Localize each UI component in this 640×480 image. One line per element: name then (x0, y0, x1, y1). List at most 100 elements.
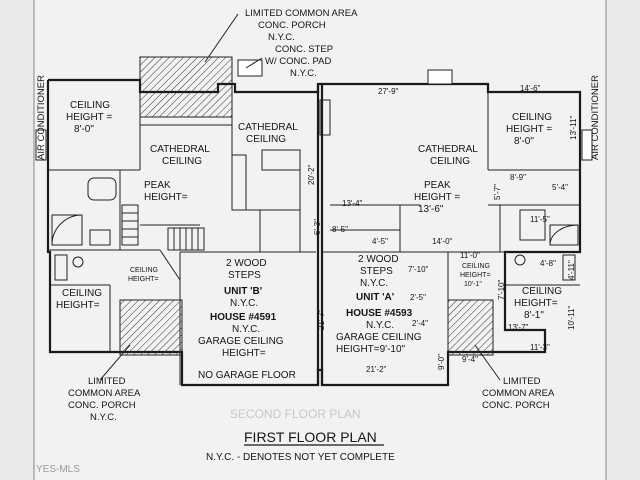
a-house-nyc: N.Y.C. (366, 320, 394, 331)
porch-right-label-1: LIMITED (503, 376, 541, 387)
mls-watermark: YES-MLS (36, 464, 80, 475)
porch-right-label-2: COMMON AREA (482, 388, 555, 399)
a-ceiling-label-1: CEILING (512, 112, 552, 123)
b-house-label: HOUSE #4591 (210, 312, 277, 323)
vent-box (427, 69, 453, 85)
a-ceiling-label-3: 8'-0" (514, 136, 534, 147)
dim-2-4: 2'-4" (412, 319, 428, 328)
dim-4-5: 4'-5" (372, 237, 388, 246)
b-lower-ceiling-label-2: HEIGHT= (56, 300, 100, 311)
dim-13-4: 13'-4" (342, 199, 363, 208)
stairs (121, 204, 205, 251)
leader-lines (99, 13, 501, 381)
dim-2-5: 2'-5" (410, 293, 426, 302)
b-cathedral2-label-2: CEILING (246, 134, 286, 145)
b-lower-ceiling-label-1: CEILING (62, 288, 102, 299)
b-house-nyc: N.Y.C. (232, 324, 260, 335)
b-cathedral-label-2: CEILING (162, 156, 202, 167)
step-pad (237, 59, 263, 77)
dim-9-0: 9'-0" (437, 354, 446, 370)
porch-top-label-2: CONC. PORCH (258, 20, 326, 31)
porch-right-hatch (447, 299, 494, 356)
dim-21-7: 21'-7" (317, 309, 326, 330)
step-label-3: N.Y.C. (290, 68, 317, 79)
room-labels: CEILING HEIGHT = 8'-0" CATHEDRAL CEILING… (56, 100, 562, 321)
a-small-ceiling-label-3: 10'-1" (464, 281, 482, 288)
a-lower-ceiling-label-1: CEILING (522, 286, 562, 297)
fixtures (51, 99, 579, 281)
b-ceiling-label-2: HEIGHT = (66, 112, 112, 123)
b-cathedral-label-1: CATHEDRAL (150, 144, 210, 155)
dim-20-2: 20'-2" (307, 164, 316, 185)
dim-11-0: 11'-0" (460, 251, 480, 260)
dim-13-11: 13'-11" (569, 116, 578, 140)
a-small-ceiling-label-2: HEIGHT= (460, 272, 491, 279)
dim-11-3: 11'-3" (530, 343, 550, 352)
b-small-ceiling-label-2: HEIGHT= (128, 276, 159, 283)
b-steps-label-1: 2 WOOD (226, 258, 267, 269)
a-lower-ceiling-label-2: HEIGHT= (514, 298, 558, 309)
ac-right-label: AIR CONDITIONER (590, 75, 601, 160)
b-ceiling-label-3: 8'-0" (74, 124, 94, 135)
plan-legend: N.Y.C. - DENOTES NOT YET COMPLETE (206, 452, 395, 463)
porch-left-label-2: COMMON AREA (68, 388, 141, 399)
dim-14-6: 14'-6" (520, 84, 541, 93)
ac-left-label: AIR CONDITIONER (36, 75, 47, 160)
dim-5-4: 5'-4" (552, 183, 568, 192)
b-peak-label-1: PEAK (144, 180, 171, 191)
faded-caption: SECOND FLOOR PLAN (230, 407, 361, 421)
porch-top-label-1: LIMITED COMMON AREA (245, 8, 358, 19)
b-cathedral2-label-1: CATHEDRAL (238, 122, 298, 133)
a-unit-nyc: N.Y.C. (360, 278, 388, 289)
porch-top-hatch (139, 56, 233, 118)
b-small-ceiling-label-1: CEILING (130, 267, 158, 274)
ac-left-unit (35, 129, 47, 161)
unit-labels: 2 WOOD STEPS UNIT 'B' N.Y.C. HOUSE #4591… (198, 254, 422, 381)
a-lower-ceiling-label-3: 8'-1" (524, 310, 544, 321)
b-floor-label: NO GARAGE FLOOR (198, 370, 296, 381)
a-small-ceiling-label-1: CEILING (462, 263, 490, 270)
a-cathedral-label-2: CEILING (430, 156, 470, 167)
dim-14-0: 14'-0" (432, 237, 453, 246)
dim-7-10a: 7'-10" (408, 265, 429, 274)
ac-right-unit (581, 129, 593, 161)
dimension-labels: 27'-9" 14'-6" 13'-11" 8'-9" 5'-7" 5'-4" … (307, 84, 578, 374)
b-ceiling-label-1: CEILING (70, 100, 110, 111)
a-ceiling-label-2: HEIGHT = (506, 124, 552, 135)
a-garage-label-2: HEIGHT=9'-10" (336, 344, 406, 355)
dim-5-7: 5'-7" (493, 184, 502, 200)
dim-4-11: 4'-11" (567, 260, 576, 280)
porch-left-label-3: CONC. PORCH (68, 400, 136, 411)
a-steps-label-2: STEPS (360, 266, 393, 277)
a-peak-label-1: PEAK (424, 180, 451, 191)
dim-6-3: 6'-3" (313, 219, 322, 235)
b-peak-label-2: HEIGHT= (144, 192, 188, 203)
plan-title-block: FIRST FLOOR PLAN N.Y.C. - DENOTES NOT YE… (206, 429, 395, 463)
a-house-label: HOUSE #4593 (346, 308, 413, 319)
plan-title: FIRST FLOOR PLAN (244, 429, 377, 445)
a-peak-label-3: 13'-6" (418, 204, 444, 215)
dim-7-10b: 7'-10" (497, 279, 506, 300)
dim-9-4: 9'-4" (462, 355, 478, 364)
dim-21-2: 21'-2" (366, 365, 387, 374)
dim-13-7: 13'-7" (508, 323, 529, 332)
dim-10-11: 10'-11" (567, 306, 576, 330)
porch-left-label-4: N.Y.C. (90, 412, 117, 423)
dim-27-9: 27'-9" (378, 87, 399, 96)
dim-4-8: 4'-8" (540, 259, 556, 268)
porch-left-hatch (119, 299, 183, 356)
dim-8-5: 8'-5" (332, 225, 348, 234)
a-peak-label-2: HEIGHT = (414, 192, 460, 203)
a-steps-label-1: 2 WOOD (358, 254, 399, 265)
b-garage-label-2: HEIGHT= (222, 348, 266, 359)
dim-11-5: 11'-5" (530, 215, 550, 224)
porch-left-label-1: LIMITED (88, 376, 126, 387)
a-garage-label-1: GARAGE CEILING (336, 332, 422, 343)
porch-top-label-3: N.Y.C. (268, 32, 295, 43)
a-cathedral-label-1: CATHEDRAL (418, 144, 478, 155)
b-unit-label: UNIT 'B' (224, 286, 262, 297)
callout-text: LIMITED COMMON AREA CONC. PORCH N.Y.C. C… (36, 8, 601, 423)
step-label-2: W/ CONC. PAD (265, 56, 331, 67)
a-unit-label: UNIT 'A' (356, 292, 394, 303)
